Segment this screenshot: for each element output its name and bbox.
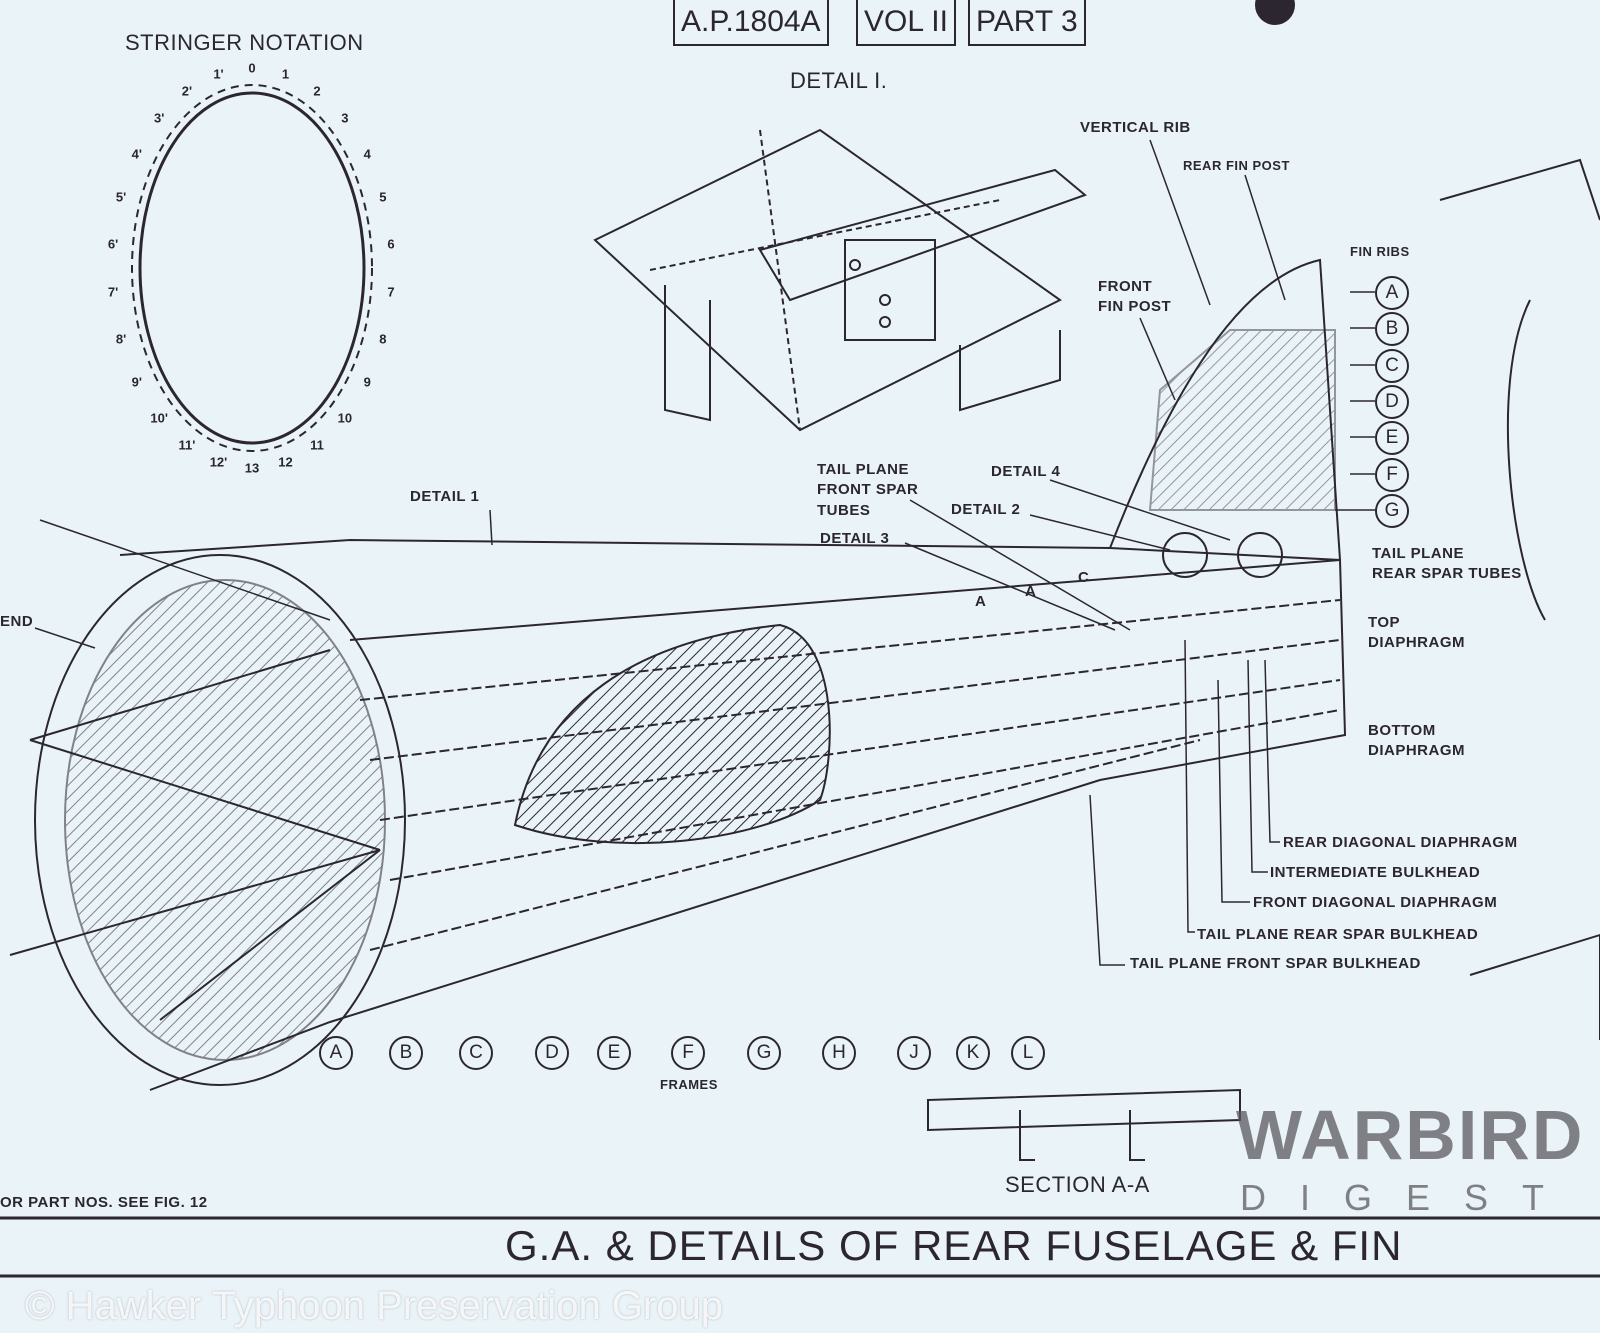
fin-rib-marker: B	[1375, 312, 1409, 347]
stringer-number: 6	[387, 236, 395, 252]
stringer-number: 3'	[153, 110, 165, 126]
stringer-number: 2'	[181, 83, 193, 99]
detail-1-drawing	[593, 128, 1087, 432]
fin-rib-marker: E	[1375, 421, 1409, 456]
frame-marker: E	[597, 1036, 631, 1070]
frame-marker: F	[671, 1036, 705, 1070]
stringer-number: 8'	[115, 331, 127, 347]
label-line: TUBES	[817, 501, 871, 519]
stringer-number: 7	[387, 284, 395, 300]
stringer-number: 1'	[213, 66, 224, 82]
tail-plane-front-spar-tubes-label: TAIL PLANE FRONT SPAR TUBES	[817, 460, 918, 521]
bottom-diaphragm-label: BOTTOM DIAPHRAGM	[1368, 721, 1465, 762]
rear-diagonal-diaphragm-label: REAR DIAGONAL DIAPHRAGM	[1283, 834, 1518, 851]
digest-logo: DIGEST	[1240, 1177, 1579, 1218]
punch-hole	[1255, 0, 1295, 25]
frames-label: FRAMES	[660, 1077, 718, 1092]
section-aa-label: SECTION A-A	[1005, 1172, 1150, 1197]
stringer-number: 1	[281, 66, 290, 82]
section-mark: C	[1078, 569, 1090, 586]
fin-rib-marker: A	[1375, 276, 1409, 310]
detail-3-label: DETAIL 3	[820, 530, 890, 547]
frame-marker: G	[747, 1036, 781, 1070]
frame-marker: J	[897, 1036, 931, 1070]
front-diagonal-diaphragm-label: FRONT DIAGONAL DIAPHRAGM	[1253, 894, 1498, 911]
vol-box: VOL II	[856, 0, 956, 46]
fin-rib-marker: F	[1375, 457, 1409, 492]
stringer-number: 7'	[107, 284, 119, 300]
label-line: FIN POST	[1098, 298, 1172, 316]
stringer-number: 3	[341, 110, 349, 126]
label-line: DIAPHRAGM	[1368, 634, 1465, 652]
label-line: TAIL PLANE	[817, 461, 909, 478]
stringer-number: 12	[278, 454, 293, 470]
detail-1-heading: DETAIL I.	[790, 68, 888, 93]
label-line: FRONT	[1098, 278, 1153, 295]
label-line: DIAPHRAGM	[1368, 742, 1465, 760]
fin-rib-marker: C	[1375, 348, 1409, 383]
stringer-number: 10	[337, 410, 353, 426]
copyright-watermark: © Hawker Typhoon Preservation Group	[25, 1284, 723, 1328]
warbird-logo: WARBIRD	[1236, 1096, 1585, 1174]
stringer-notation-title: STRINGER NOTATION	[125, 30, 364, 55]
fin-rib-marker: D	[1375, 384, 1409, 419]
stringer-number: 8	[379, 331, 387, 347]
label-line: BOTTOM	[1368, 722, 1436, 739]
title-rule	[0, 1216, 1600, 1278]
label-line: TAIL PLANE	[1372, 545, 1464, 562]
stringer-number: 13	[244, 460, 260, 476]
tail-plane-rear-spar-tubes-label: TAIL PLANE REAR SPAR TUBES	[1372, 544, 1522, 585]
stringer-number: 4'	[131, 146, 142, 162]
section-mark: A	[975, 593, 987, 610]
ref-box: A.P.1804A	[673, 0, 829, 46]
stringer-number: 6'	[107, 236, 119, 252]
tail-plane-rear-spar-bulkhead-label: TAIL PLANE REAR SPAR BULKHEAD	[1197, 926, 1479, 943]
stringer-number: 5	[379, 189, 387, 205]
rear-fin-post-label: REAR FIN POST	[1183, 158, 1290, 173]
leader-lines	[34, 139, 1375, 966]
stringer-number: 11	[310, 437, 324, 453]
adjacent-drawing	[1439, 158, 1600, 1040]
fin-drawing	[1109, 258, 1341, 578]
vertical-rib-label: VERTICAL RIB	[1080, 119, 1191, 136]
label-line: REAR SPAR TUBES	[1372, 565, 1522, 583]
detail-1-label: DETAIL 1	[410, 488, 480, 505]
stringer-number: 9	[363, 374, 371, 390]
stringer-number: 11'	[178, 437, 196, 453]
stringer-number: 4	[363, 146, 371, 162]
fuselage-body	[9, 538, 1347, 1091]
stringer-ellipse	[131, 84, 373, 452]
part-box: PART 3	[968, 0, 1086, 46]
frame-marker: A	[319, 1036, 353, 1070]
section-aa-drawing	[927, 1088, 1241, 1161]
frame-marker: K	[956, 1036, 990, 1070]
stringer-number: 0	[248, 60, 256, 76]
front-fin-post-label: FRONT FIN POST	[1098, 277, 1171, 318]
drawing-title: G.A. & DETAILS OF REAR FUSELAGE & FIN	[505, 1222, 1403, 1269]
stringer-number: 2	[313, 83, 321, 99]
detail-4-label: DETAIL 4	[991, 463, 1061, 480]
label-line: TOP	[1368, 614, 1401, 631]
stringer-number: 9'	[131, 374, 142, 390]
stringer-number: 10'	[150, 410, 168, 426]
intermediate-bulkhead-label: INTERMEDIATE BULKHEAD	[1270, 864, 1481, 881]
section-mark: A	[1025, 583, 1037, 600]
stringer-number: 12'	[209, 454, 228, 470]
frame-marker: H	[822, 1036, 856, 1070]
end-label: END	[0, 613, 34, 630]
frame-marker: D	[535, 1036, 569, 1070]
detail-2-label: DETAIL 2	[951, 501, 1021, 518]
part-nos-note: OR PART NOS. SEE FIG. 12	[0, 1194, 208, 1211]
fin-ribs-label: FIN RIBS	[1350, 244, 1410, 259]
tail-plane-front-spar-bulkhead-label: TAIL PLANE FRONT SPAR BULKHEAD	[1130, 955, 1421, 972]
frame-marker: C	[459, 1036, 493, 1070]
label-line: FRONT SPAR	[817, 481, 919, 499]
frame-marker: B	[389, 1036, 423, 1070]
frame-marker: L	[1011, 1036, 1045, 1070]
stringer-number: 5'	[115, 189, 127, 205]
top-diaphragm-label: TOP DIAPHRAGM	[1368, 613, 1465, 654]
fin-rib-marker: G	[1375, 493, 1409, 528]
